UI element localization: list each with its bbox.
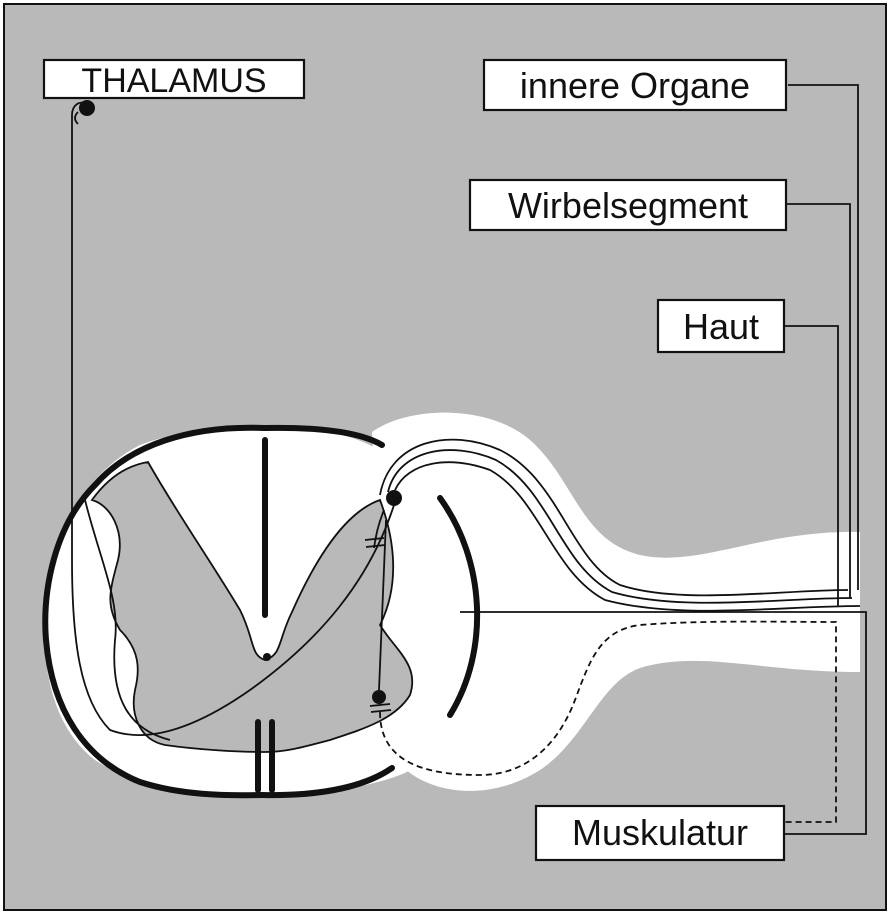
central-canal — [263, 653, 271, 661]
haut-label: Haut — [658, 300, 784, 352]
dorsal-horn-neuron — [386, 490, 402, 506]
wirbelsegment-text: Wirbelsegment — [508, 185, 748, 226]
thalamus-neuron — [79, 100, 95, 116]
thalamus-text: THALAMUS — [81, 62, 266, 100]
thalamus-label: THALAMUS — [44, 60, 304, 100]
haut-text: Haut — [683, 306, 759, 347]
ventral-horn-neuron — [372, 690, 386, 704]
innere-organe-label: innere Organe — [484, 60, 786, 110]
innere-organe-text: innere Organe — [520, 65, 750, 106]
muskulatur-text: Muskulatur — [572, 812, 748, 853]
muskulatur-label: Muskulatur — [536, 806, 784, 860]
wirbelsegment-label: Wirbelsegment — [470, 180, 786, 230]
